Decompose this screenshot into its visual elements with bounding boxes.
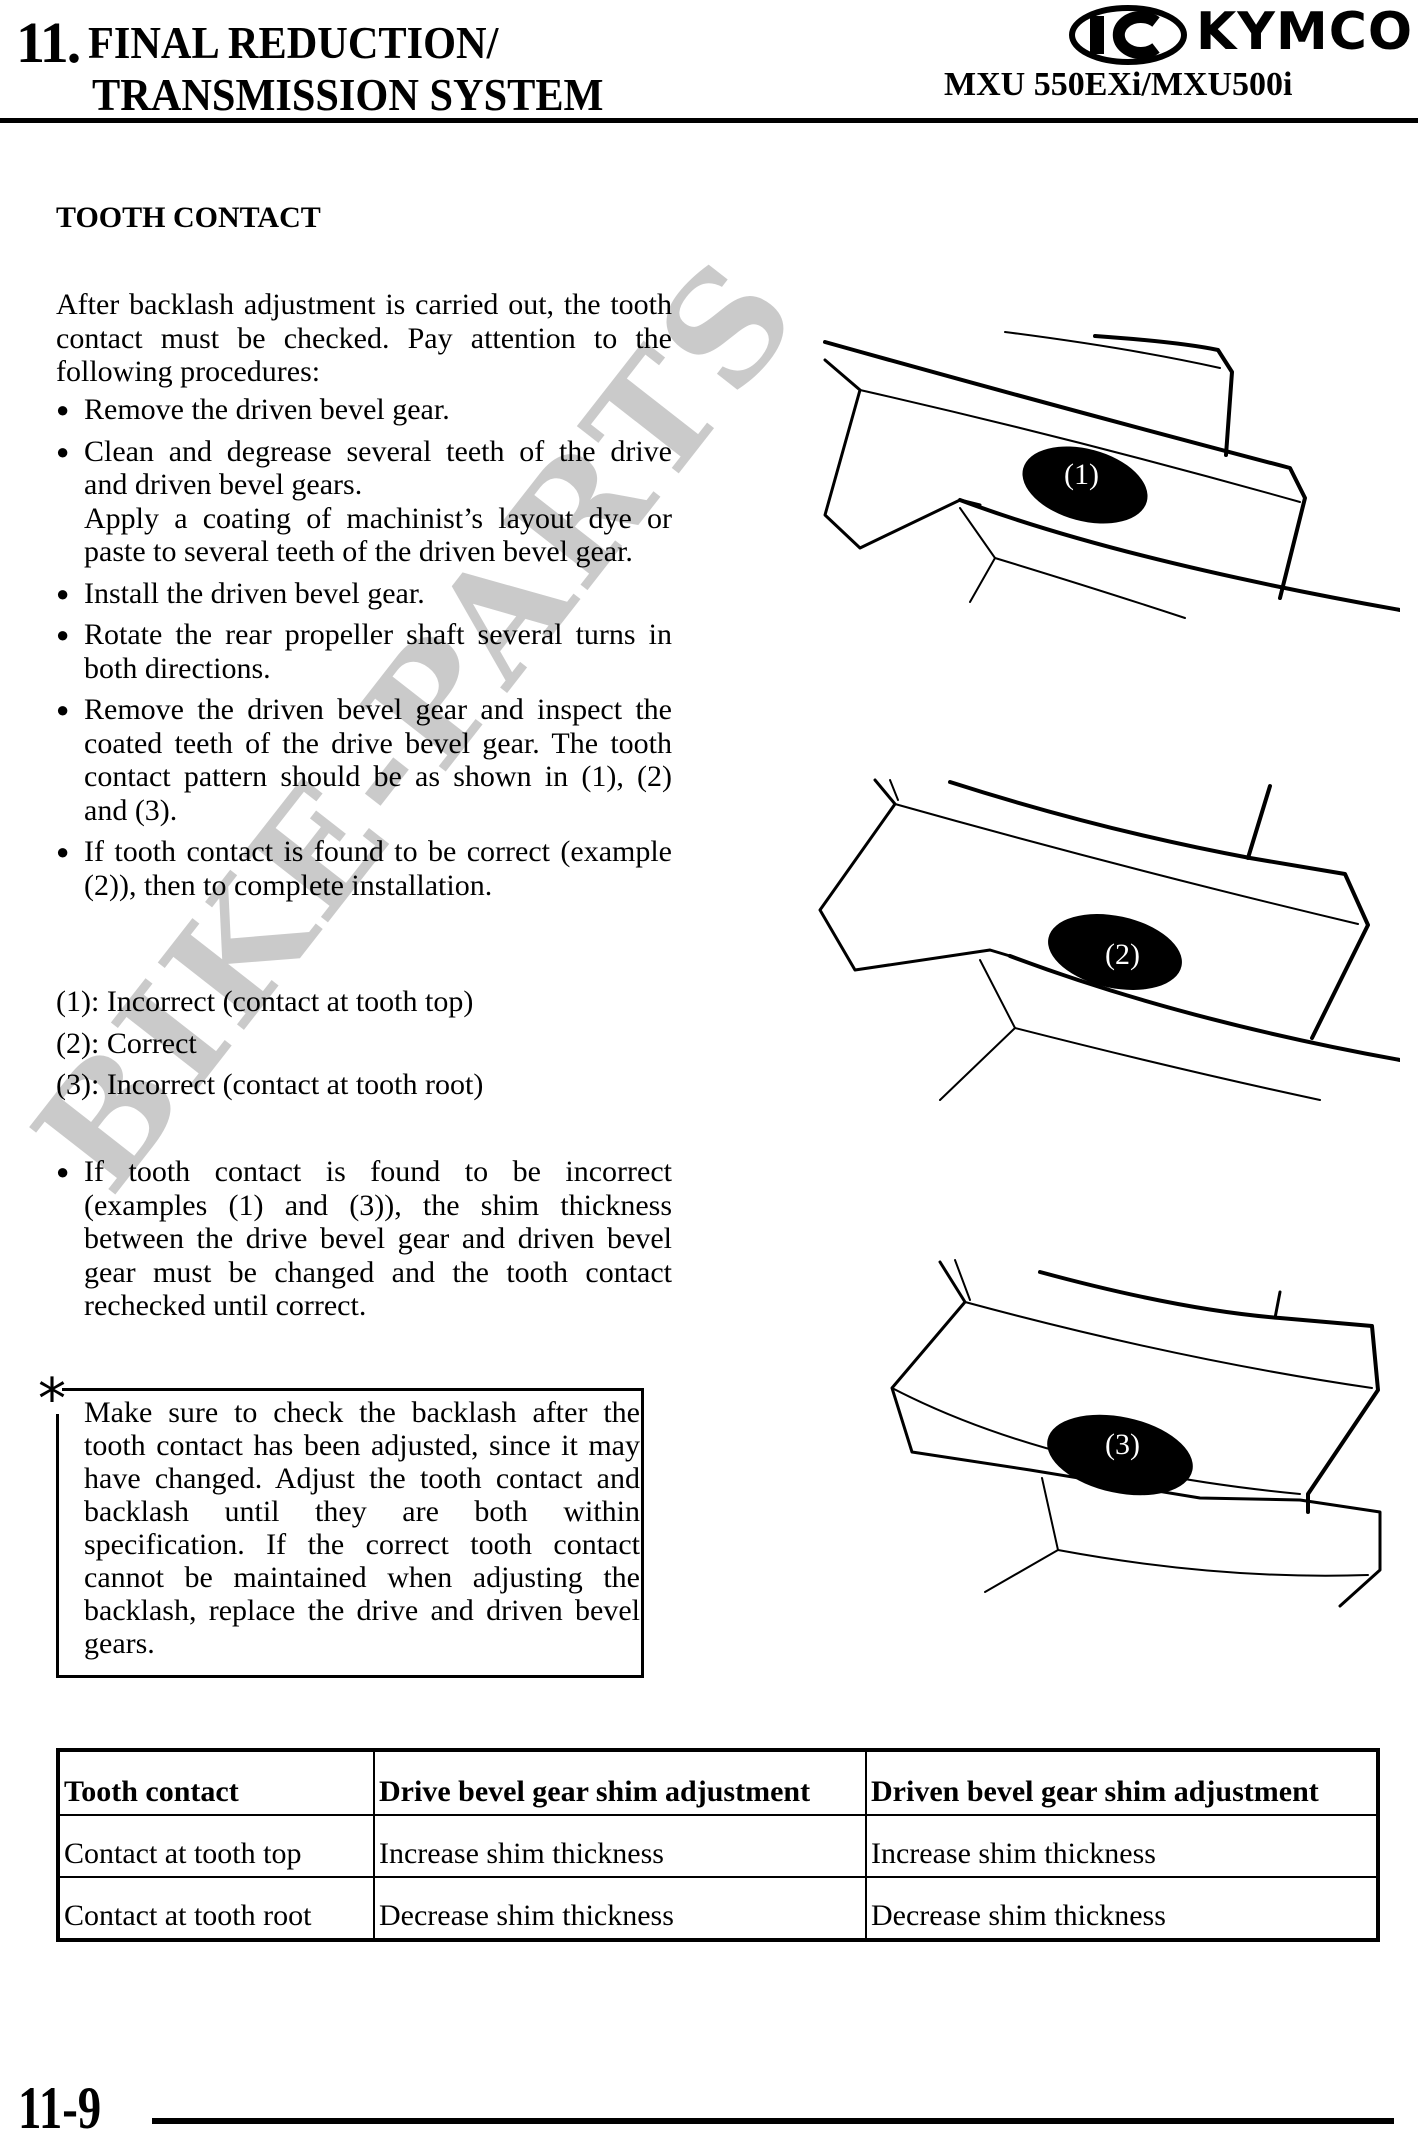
figure-label: (2) [1105, 938, 1140, 971]
table-cell: Increase shim thickness [373, 1814, 867, 1878]
header-rule [0, 118, 1418, 123]
model-name: MXU 550EXi/MXU500i [944, 66, 1293, 103]
brand-logo: KYMCO [1068, 4, 1413, 66]
section-title: TOOTH CONTACT [56, 201, 321, 234]
procedure-step: Remove the driven bevel gear and inspect… [56, 693, 672, 827]
procedure-step: If tooth contact is found to be incorrec… [56, 1155, 672, 1323]
procedure-substep: Apply a coating of machinist’s layout dy… [84, 501, 672, 569]
figure-tooth-contact-1: (1) [800, 320, 1402, 640]
table-cell: Contact at tooth top [57, 1814, 375, 1878]
table-row: Contact at tooth root Decrease shim thic… [57, 1876, 1379, 1941]
chapter-title-line1: FINAL REDUCTION/ [88, 17, 499, 68]
table-header-row: Tooth contact Drive bevel gear shim adju… [57, 1749, 1379, 1816]
shim-adjustment-table: Tooth contact Drive bevel gear shim adju… [56, 1748, 1380, 1942]
table-row: Contact at tooth top Increase shim thick… [57, 1814, 1379, 1878]
procedure-step: Rotate the rear propeller shaft several … [56, 618, 672, 685]
gear-tooth-drawing [823, 331, 1402, 619]
figure-tooth-contact-3: (3) [800, 1250, 1400, 1620]
figure-tooth-contact-2: (2) [800, 770, 1402, 1120]
table-cell: Decrease shim thickness [373, 1876, 867, 1941]
page-number: 11-9 [18, 2075, 102, 2141]
table-cell: Contact at tooth root [57, 1876, 375, 1941]
column-header: Tooth contact [57, 1749, 375, 1816]
table-cell: Increase shim thickness [865, 1814, 1379, 1878]
procedure-list: Remove the driven bevel gear. Clean and … [56, 393, 672, 910]
procedure-list-after: If tooth contact is found to be incorrec… [56, 1155, 672, 1323]
kymco-logo-icon [1069, 5, 1187, 65]
figure-label: (1) [1064, 458, 1099, 491]
table-cell: Decrease shim thickness [865, 1876, 1379, 1941]
brand-name: KYMCO [1196, 2, 1414, 62]
note-marker: * [38, 1367, 66, 1432]
gear-tooth-drawing [890, 1259, 1382, 1608]
figure-legend: (1): Incorrect (contact at tooth top) (2… [56, 985, 672, 1110]
legend-item: (2): Correct [56, 1026, 197, 1060]
note-text: Make sure to check the backlash after th… [84, 1396, 640, 1660]
procedure-step: If tooth contact is found to be correct … [56, 835, 672, 902]
chapter-title-line2: TRANSMISSION SYSTEM [92, 69, 604, 120]
procedure-step: Clean and degrease several teeth of the … [56, 435, 672, 569]
figure-label: (3) [1105, 1428, 1140, 1461]
footer-rule [152, 2118, 1394, 2124]
procedure-step: Install the driven bevel gear. [56, 577, 672, 611]
column-header: Drive bevel gear shim adjustment [373, 1749, 867, 1816]
chapter-number: 11. [16, 10, 81, 75]
column-header: Driven bevel gear shim adjustment [865, 1749, 1379, 1816]
note-box [56, 1388, 644, 1678]
legend-item: (3): Incorrect (contact at tooth root) [56, 1068, 484, 1101]
procedure-step: Remove the driven bevel gear. [56, 393, 672, 427]
intro-paragraph: After backlash adjustment is carried out… [56, 288, 672, 388]
legend-item: (1): Incorrect (contact at tooth top) [56, 985, 474, 1018]
gear-tooth-drawing [818, 778, 1402, 1101]
note-box-gap [54, 1384, 62, 1414]
